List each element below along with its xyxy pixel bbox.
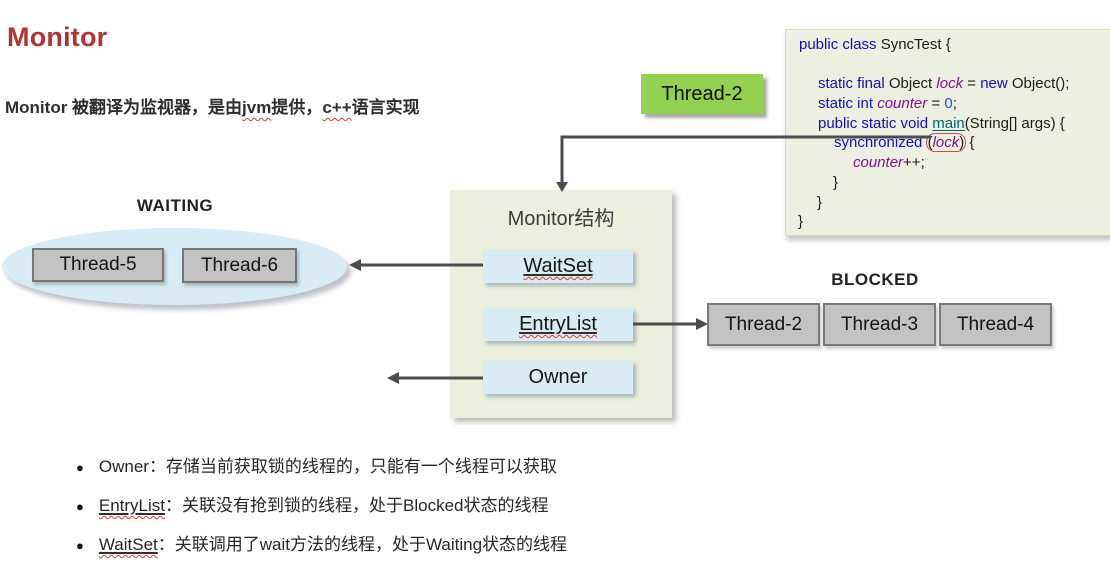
entrylist-slot: EntryList — [483, 308, 633, 341]
entrylist-label: EntryList — [519, 313, 597, 335]
blocked-thread3-label: Thread-3 — [840, 313, 919, 335]
subtitle: Monitor 被翻译为监视器，是由jvm提供，c++语言实现 — [5, 93, 420, 118]
bullet-list: ● Owner：存储当前获取锁的线程的，只能有一个线程可以获取 ● EntryLis… — [76, 452, 567, 568]
subtitle-misspelled-cpp: c++ — [322, 98, 352, 117]
thread2-green-box: Thread-2 — [641, 74, 763, 114]
code-line: static int counter = 0; — [818, 95, 957, 113]
blocked-label: BLOCKED — [831, 270, 919, 289]
bullet-owner-desc: ：存储当前获取锁的线程的，只能有一个线程可以获取 — [148, 457, 557, 476]
code-line: } — [833, 173, 839, 191]
owner-label: Owner — [528, 366, 588, 388]
lock-highlight-oval: (lock) — [925, 133, 967, 153]
bullet-icon: ● — [76, 499, 84, 514]
code-line-synchronized: synchronized (lock) { — [834, 133, 975, 153]
blocked-thread3-box: Thread-3 — [823, 303, 936, 346]
thread6-label: Thread-6 — [200, 254, 279, 276]
code-line: public class SyncTest { — [799, 36, 951, 53]
subtitle-text: Monitor 被翻译为监视器，是由 — [5, 98, 243, 117]
code-line: counter++; — [853, 154, 925, 172]
code-line: static final Object lock = new Object(); — [818, 75, 1070, 93]
blocked-row: Thread-2 Thread-3 Thread-4 — [707, 303, 1052, 346]
code-line: } — [817, 193, 823, 211]
bullet-waitset: ● WaitSet：关联调用了wait方法的线程，处于Waiting状态的线程 — [76, 530, 567, 554]
monitor-structure-title: Monitor结构 — [507, 208, 615, 230]
bullet-entrylist-term: EntryList — [98, 496, 165, 515]
code-line-blank — [786, 55, 1110, 75]
bullet-entrylist-desc: ：关联没有抢到锁的线程，处于Blocked状态的线程 — [165, 496, 549, 515]
monitor-structure-box: Monitor结构 WaitSet EntryList Owner — [450, 190, 672, 418]
subtitle-text: 提供， — [271, 98, 323, 117]
page-title: Monitor — [7, 22, 108, 52]
code-line: public static void main(String[] args) { — [818, 114, 1065, 132]
bullet-owner-term: Owner — [98, 457, 149, 476]
blocked-thread2-label: Thread-2 — [724, 313, 803, 335]
blocked-thread4-box: Thread-4 — [939, 303, 1052, 346]
waiting-label: WAITING — [136, 196, 214, 215]
code-line: } — [798, 213, 804, 231]
thread2-label: Thread-2 — [661, 82, 743, 105]
blocked-thread2-box: Thread-2 — [707, 303, 820, 346]
bullet-entrylist: ● EntryList：关联没有抢到锁的线程，处于Blocked状态的线程 — [76, 491, 567, 515]
bullet-owner: ● Owner：存储当前获取锁的线程的，只能有一个线程可以获取 — [76, 452, 567, 476]
bullet-icon: ● — [76, 538, 84, 553]
bullet-waitset-desc: ：关联调用了wait方法的线程，处于Waiting状态的线程 — [157, 535, 568, 554]
thread6-box: Thread-6 — [182, 248, 297, 283]
blocked-thread4-label: Thread-4 — [956, 313, 1035, 335]
waitset-slot: WaitSet — [483, 250, 633, 283]
subtitle-text: 语言实现 — [351, 98, 420, 117]
thread5-label: Thread-5 — [59, 254, 137, 275]
bullet-waitset-term: WaitSet — [98, 535, 158, 554]
thread5-box: Thread-5 — [32, 248, 164, 282]
code-panel: public class SyncTest { static final Obj… — [785, 29, 1110, 236]
owner-slot: Owner — [483, 361, 633, 394]
bullet-icon: ● — [76, 460, 84, 475]
subtitle-misspelled-jvm: jvm — [242, 98, 272, 117]
waitset-label: WaitSet — [523, 255, 593, 277]
